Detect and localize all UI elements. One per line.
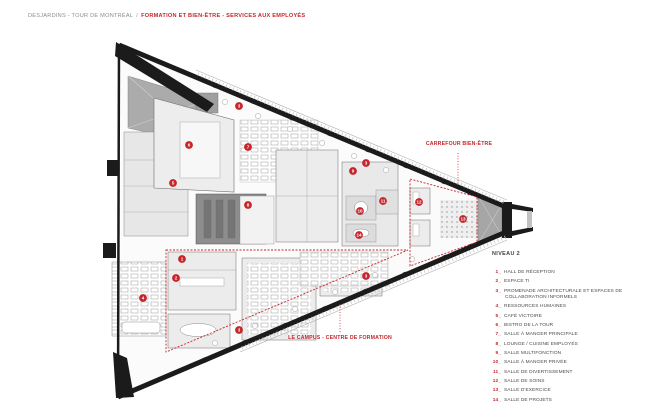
legend-item: 6_BISTRO DE LA TOUR <box>492 323 642 329</box>
legend-item-number: 6_ <box>495 322 501 328</box>
legend-item-label: SALLE À MANGER PRINCIPALE <box>504 332 578 338</box>
title-separator: / <box>136 13 139 19</box>
legend-item: 3_PROMENADE ARCHITECTURALE ET ESPACES DE… <box>492 289 642 301</box>
balcony-hatch <box>195 69 508 353</box>
legend-item: 9_SALLE MULTIFONCTION <box>492 351 642 357</box>
legend-item: 10_SALLE À MANGER PRIVÉE <box>492 360 642 366</box>
plan-marker-3 <box>235 326 243 334</box>
promenade-trees <box>212 99 415 346</box>
legend-item-label: BISTRO DE LA TOUR <box>504 322 554 328</box>
legend-item-number: 13_ <box>492 388 501 394</box>
plan-marker-number: 1 <box>181 257 184 262</box>
legend-item-label: CAFÉ VICTOIRE <box>504 313 542 319</box>
edge-columns-top <box>212 82 473 196</box>
walls-layer <box>103 42 533 400</box>
legend-item: 7_SALLE À MANGER PRINCIPALE <box>492 332 642 338</box>
legend-item-number: 1_ <box>495 270 501 275</box>
legend-item-number: 4_ <box>495 304 501 310</box>
legend-item: 8_LOUNGE / CUISINE EMPLOYÉS <box>492 342 642 348</box>
plan-marker-number: 13 <box>460 217 466 222</box>
plan-marker-number: 3 <box>238 328 241 333</box>
plan-marker-number: 11 <box>381 199 386 204</box>
legend-item-label: SALLE DE DIVERTISSEMENT <box>504 369 573 375</box>
plan-marker-13 <box>459 215 467 223</box>
plan-marker-number: 8 <box>247 203 250 208</box>
legend-item-label: PROMENADE ARCHITECTURALE ET ESPACES DE C… <box>504 288 623 300</box>
zone-carrefour-outline <box>409 178 478 267</box>
plan-marker-number: 3 <box>365 161 368 166</box>
legend-item-number: 5_ <box>495 313 501 319</box>
plan-marker-10 <box>356 207 364 215</box>
plan-marker-2 <box>172 274 180 282</box>
legend-item: 5_CAFÉ VICTOIRE <box>492 314 642 320</box>
plan-marker-1 <box>178 255 186 263</box>
plan-marker-6 <box>185 141 193 149</box>
plan-marker-3 <box>362 159 370 167</box>
legend-item-label: SALLE DE PROJETS <box>504 397 552 403</box>
legend-item-label: SALLE MULTIFONCTION <box>504 350 562 356</box>
plan-marker-number: 3 <box>238 104 241 109</box>
plan-marker-8 <box>244 201 252 209</box>
legend-title: NIVEAU 2 <box>492 251 521 257</box>
rooms-layer <box>111 75 503 349</box>
legend-item: 14_SALLE DE PROJETS <box>492 398 642 404</box>
plan-marker-number: 14 <box>356 233 362 238</box>
edge-columns-bottom <box>202 243 473 364</box>
plan-marker-5 <box>169 179 177 187</box>
legend-item: 1_HALL DE RÉCEPTION <box>492 270 642 276</box>
legend-item-number: 8_ <box>495 341 501 347</box>
plan-marker-number: 7 <box>247 145 250 150</box>
legend-item: 4_RESSOURCES HUMAINES <box>492 304 642 310</box>
legend-item-label: SALLE D'EXERCICE <box>504 388 551 394</box>
legend-item-label: HALL DE RÉCEPTION <box>504 270 555 275</box>
legend-item-label: SALLE À MANGER PRIVÉE <box>504 360 567 366</box>
plan-marker-number: 6 <box>188 143 191 148</box>
legend-item-number: 2_ <box>495 279 501 285</box>
page-subtitle: FORMATION ET BIEN-ÊTRE - SERVICES AUX EM… <box>141 13 306 19</box>
legend-item: 2_ESPACE TI <box>492 279 642 285</box>
plan-marker-number: 12 <box>416 200 422 205</box>
legend-item-number: 9_ <box>495 350 501 356</box>
zone-campus-outline <box>165 249 409 353</box>
legend-item: 13_SALLE D'EXERCICE <box>492 388 642 394</box>
plan-marker-number: 10 <box>357 209 363 214</box>
legend-item-label: RESSOURCES HUMAINES <box>504 304 567 310</box>
plan-marker-4 <box>139 294 147 302</box>
plan-marker-12 <box>415 198 423 206</box>
zone-label-carrefour: CARREFOUR BIEN-ÊTRE <box>425 141 493 147</box>
plan-marker-number: 2 <box>175 276 178 281</box>
project-title: DESJARDINS - TOUR DE MONTRÉAL <box>28 13 134 19</box>
plan-marker-number: 3 <box>365 274 368 279</box>
legend-item-number: 14_ <box>492 397 501 403</box>
legend-item-number: 12_ <box>492 378 501 384</box>
page-title: DESJARDINS - TOUR DE MONTRÉAL/FORMATION … <box>28 13 305 19</box>
program-zones <box>165 153 478 353</box>
plan-marker-number: 5 <box>172 181 175 186</box>
legend-item-number: 11_ <box>492 369 501 375</box>
zone-label-campus: LE CAMPUS - CENTRE DE FORMATION <box>288 335 392 341</box>
plan-marker-9 <box>349 167 357 175</box>
legend-item-number: 3_ <box>495 288 501 294</box>
legend-item-number: 7_ <box>495 332 501 338</box>
plan-marker-number: 9 <box>352 169 355 174</box>
legend-item-label: ESPACE TI <box>504 279 530 285</box>
plan-marker-3 <box>235 102 243 110</box>
plan-marker-11 <box>379 197 387 205</box>
plan-marker-3 <box>362 272 370 280</box>
legend-item-number: 10_ <box>492 360 501 366</box>
plan-marker-number: 4 <box>142 296 145 301</box>
legend-item-label: SALLE DE SOINS <box>504 378 545 384</box>
plan-marker-14 <box>355 231 363 239</box>
plan-marker-7 <box>244 143 252 151</box>
legend-item-label: LOUNGE / CUISINE EMPLOYÉS <box>504 341 578 347</box>
legend-item: 11_SALLE DE DIVERTISSEMENT <box>492 370 642 376</box>
legend-item: 12_SALLE DE SOINS <box>492 379 642 385</box>
